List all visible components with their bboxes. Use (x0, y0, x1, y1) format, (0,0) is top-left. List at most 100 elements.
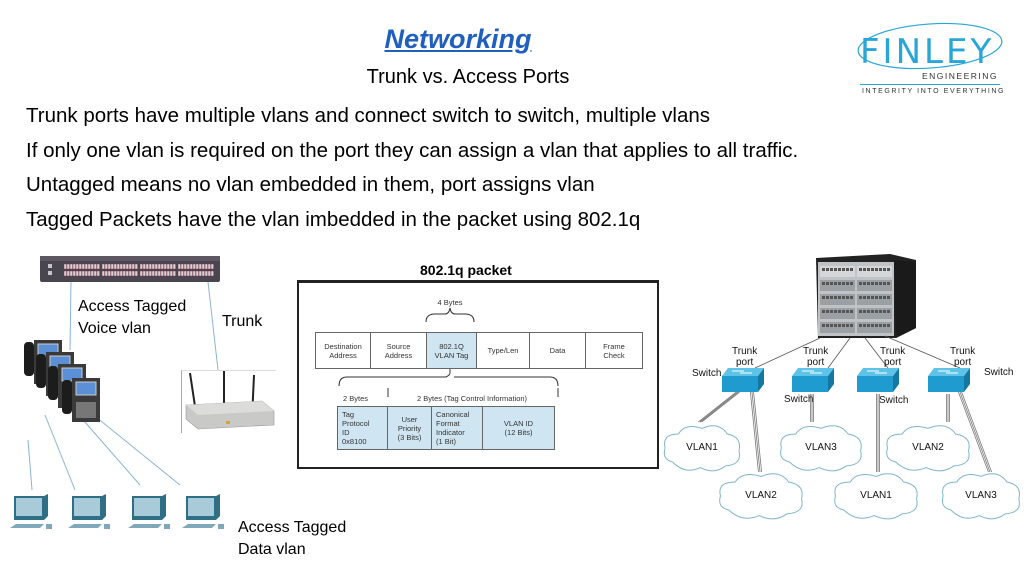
vlan-cloud: VLAN2 (882, 420, 974, 476)
bullet-item: Untagged means no vlan embedded in them,… (26, 173, 595, 196)
switch-icon (792, 368, 834, 392)
field-line: (3 Bits) (397, 432, 422, 442)
switch-icon (40, 256, 220, 282)
trunk-link (698, 391, 737, 423)
trunk-port-text: port (806, 357, 825, 368)
field-line: Format (436, 419, 460, 428)
field-text: Frame (603, 341, 625, 351)
pc-row (10, 494, 230, 534)
field-line: VLAN ID (503, 419, 534, 428)
vlan-cloud: VLAN2 (715, 468, 807, 524)
trunk-link (753, 391, 762, 473)
trunk-label: Trunk (222, 313, 263, 330)
logo-division: ENGINEERING (921, 71, 998, 81)
cloud-icon (663, 425, 741, 472)
vlan-label: VLAN3 (805, 442, 837, 453)
field-text: Data (549, 346, 566, 355)
field-line: Tag (342, 410, 355, 419)
packet-title: 802.1q packet (420, 262, 512, 278)
vlan-label: VLAN3 (965, 490, 997, 501)
field-line: Protocol (342, 419, 370, 428)
access-switch-image (40, 254, 220, 284)
core-switch-image (810, 252, 918, 340)
trunk-port-text: Trunk (803, 346, 829, 357)
cloud-icon (780, 425, 862, 472)
field-text: Source (386, 341, 411, 351)
trunk-link (961, 391, 992, 473)
vlan-cloud: VLAN1 (660, 420, 744, 476)
frame-field: Data (529, 332, 586, 369)
access-switch (928, 368, 970, 399)
vlan-label: VLAN1 (860, 490, 892, 501)
bullet-item: Tagged Packets have the vlan imbedded in… (26, 207, 641, 231)
field-text: Check (603, 350, 625, 360)
tci-label: 2 Bytes (Tag Control Information) (417, 394, 528, 403)
vlan-label: VLAN2 (745, 490, 777, 501)
switch-label: Switch (879, 395, 909, 406)
switch-label: Switch (784, 394, 814, 405)
voice-vlan-label: Access Tagged Voice vlan (78, 296, 186, 340)
field-line: ID (342, 428, 350, 437)
switch-label: Switch (692, 368, 722, 379)
bullet-item: If only one vlan is required on the port… (26, 138, 799, 162)
pc-icon (128, 494, 170, 529)
finley-logo: FINLEY ENGINEERING INTEGRITY INTO EVERYT… (850, 14, 1010, 100)
phone-icon (24, 340, 100, 422)
tag-field: VLAN ID(12 Bits) (482, 406, 555, 450)
trunk-link (701, 391, 740, 423)
cloud-icon (941, 473, 1020, 520)
switch-label: Switch (984, 367, 1014, 378)
page-title: Networking (384, 24, 532, 54)
field-text: Type/Len (487, 346, 519, 355)
field-text: VLAN ID(12 Bits) (504, 419, 533, 437)
trunk-link (750, 391, 759, 473)
pc-icon (182, 494, 224, 529)
voice-vlan-label-line2: Voice vlan (78, 320, 151, 337)
four-bytes-label: 4 Bytes (437, 298, 463, 307)
trunk-port-text: Trunk (950, 346, 976, 357)
field-line: (12 Bits) (504, 428, 533, 437)
logo-divider (860, 84, 1000, 85)
wireless-ap-image (181, 370, 276, 433)
trunk-link (751, 391, 761, 473)
vlan-cloud: VLAN1 (830, 468, 922, 524)
field-text: VLAN Tag (434, 350, 469, 360)
switch-icon (857, 368, 899, 392)
pc-icons (10, 494, 224, 529)
logo-tagline: INTEGRITY INTO EVERYTHING (862, 88, 1006, 95)
access-switch (857, 368, 899, 399)
pc-icon (10, 494, 52, 529)
vlan-cloud: VLAN3 (776, 420, 866, 476)
braces (338, 307, 559, 397)
trunk-port-text: port (953, 357, 972, 368)
trunk-port-text: port (883, 357, 902, 368)
field-line: (1 Bit) (436, 437, 457, 446)
cloud-icon (719, 473, 803, 520)
field-line: Priority (397, 423, 422, 433)
field-line: Indicator (436, 428, 465, 437)
trunk-port-text: port (735, 357, 754, 368)
data-vlan-label-line1: Access Tagged (238, 519, 347, 536)
field-line: 0x8100 (342, 437, 367, 446)
field-text: Address (329, 350, 357, 360)
bullet-list: Trunk ports have multiple vlans and conn… (26, 99, 798, 237)
access-switch (792, 368, 834, 399)
switch-icon (722, 368, 764, 392)
field-text: Destination (324, 341, 362, 351)
frame-field: Type/Len (476, 332, 530, 369)
ip-phone (62, 378, 100, 422)
voice-vlan-label-line1: Access Tagged (78, 298, 187, 315)
access-switch (722, 368, 764, 399)
